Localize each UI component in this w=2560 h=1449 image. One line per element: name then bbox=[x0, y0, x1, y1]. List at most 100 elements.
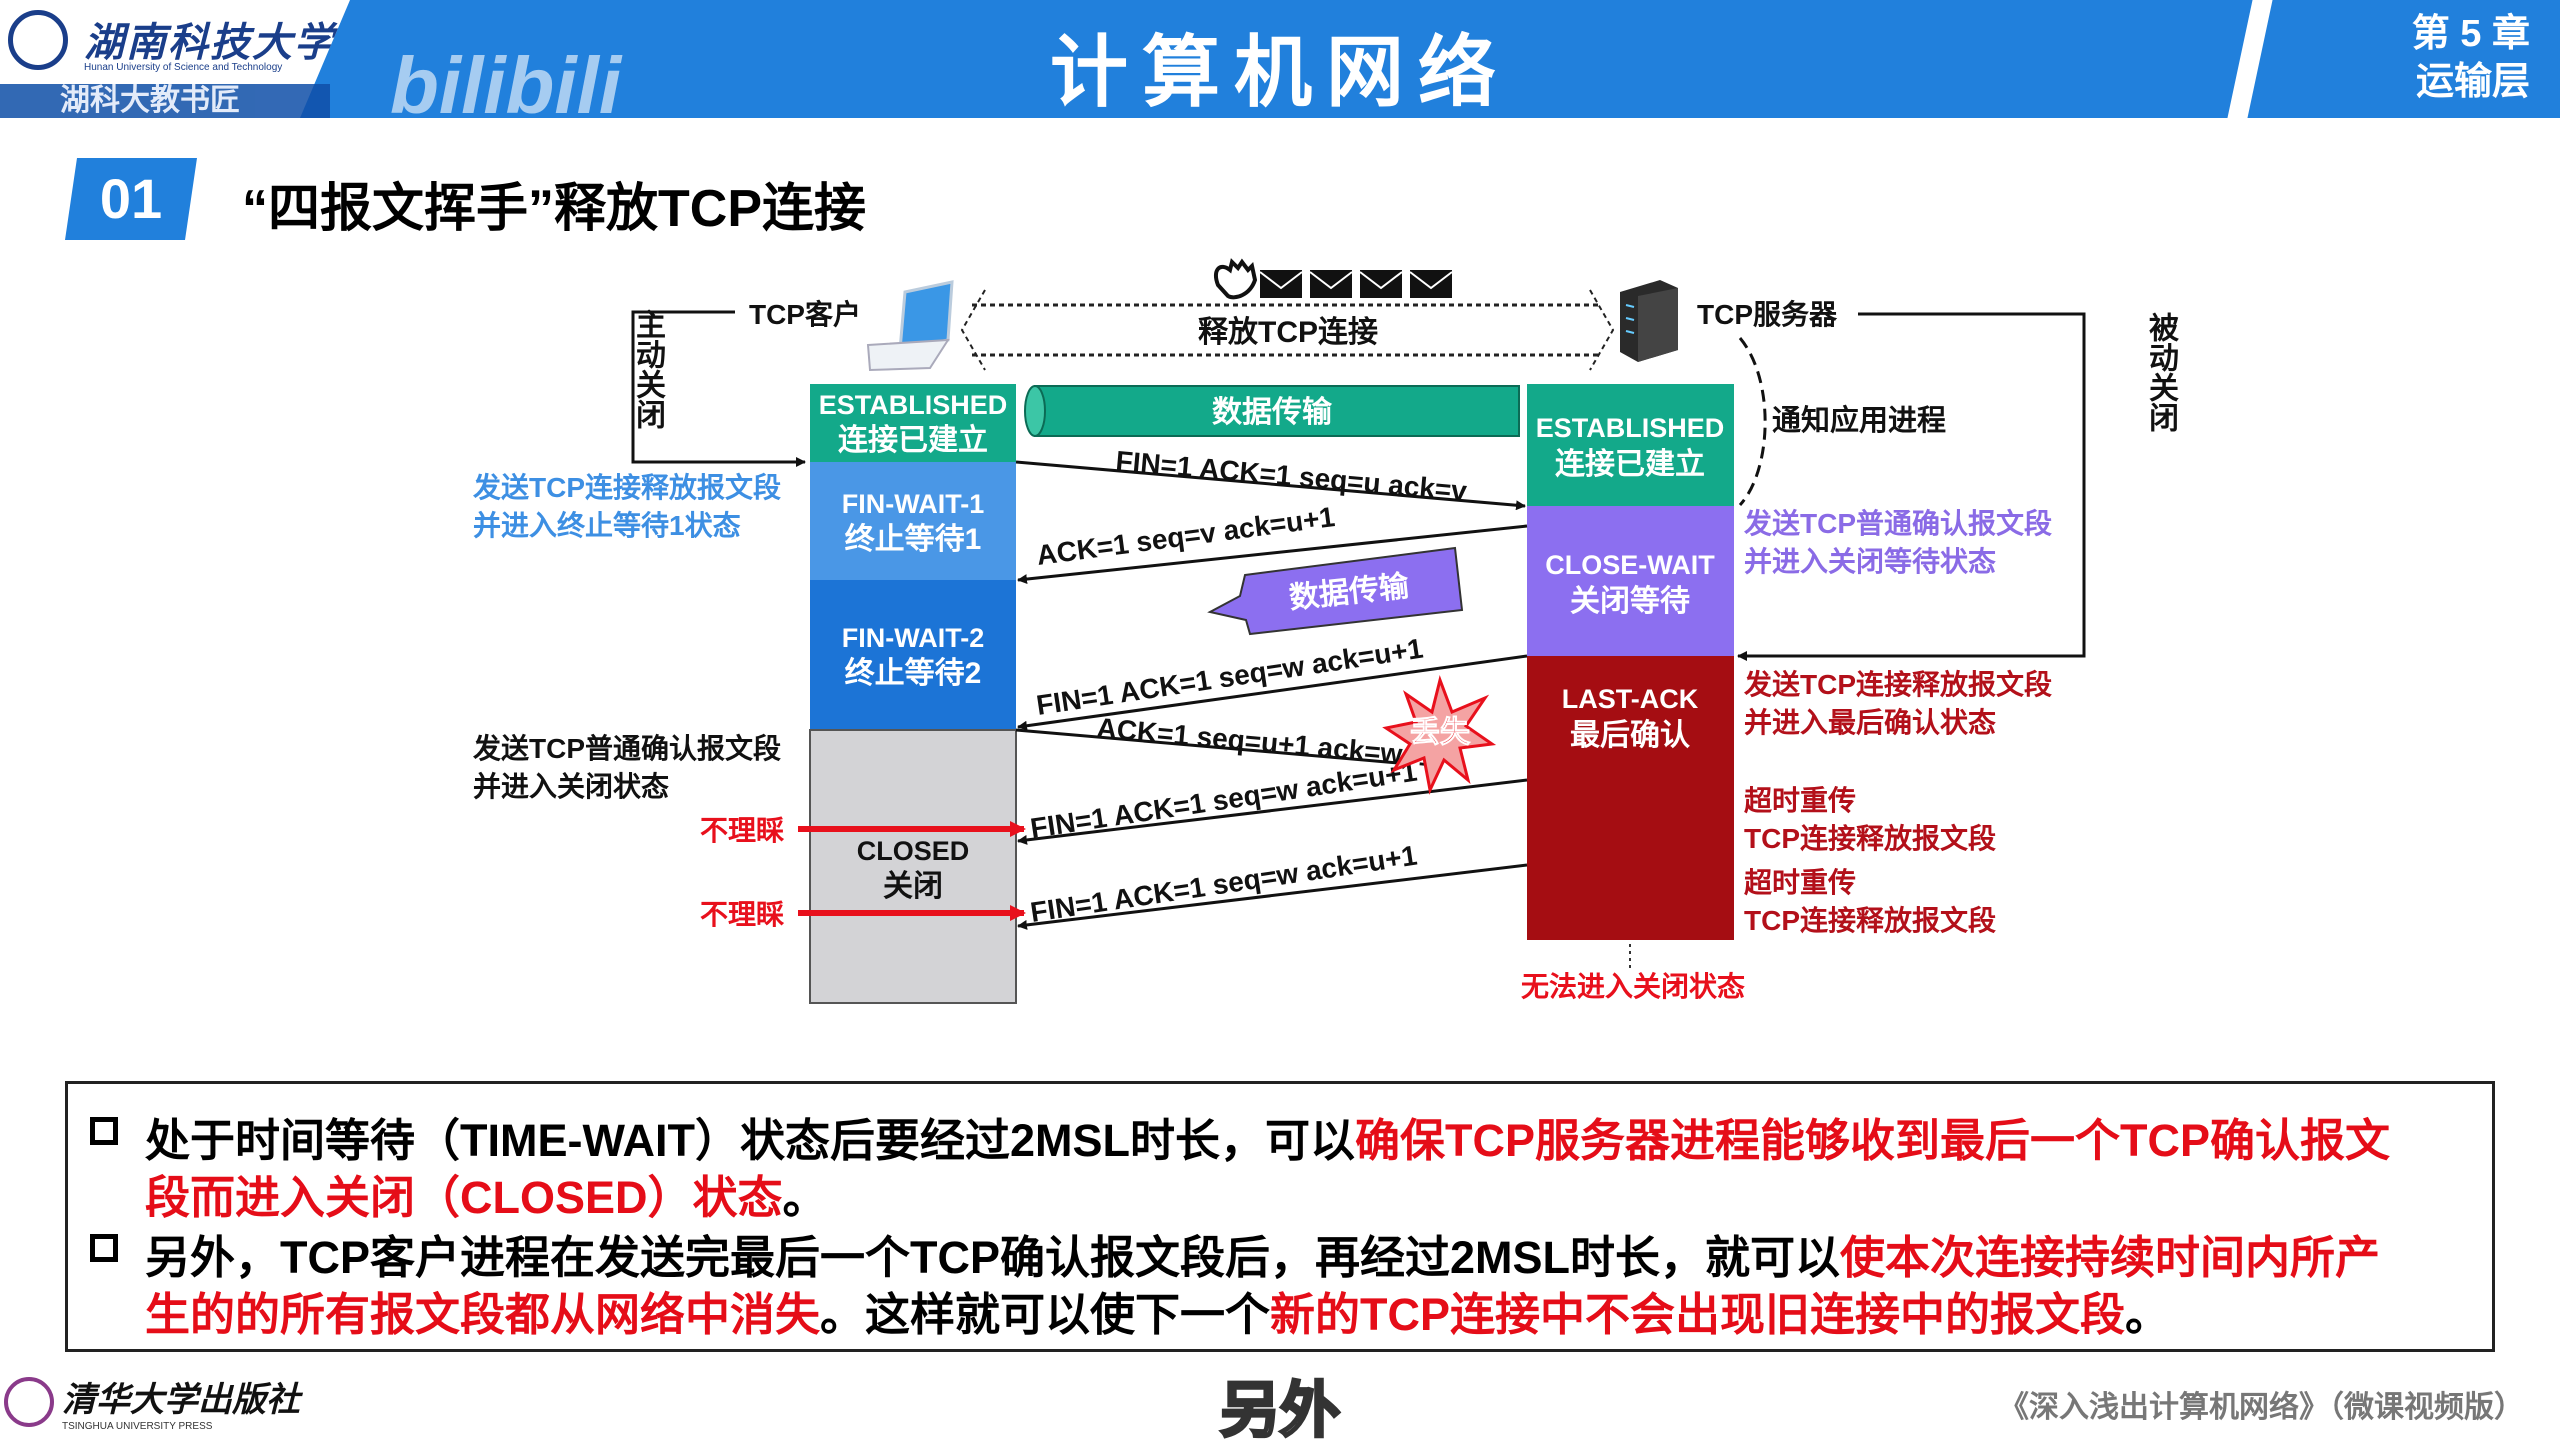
publisher-name: 清华大学出版社 bbox=[62, 1380, 300, 1420]
server-state-column: ESTABLISHED 连接已建立 CLOSE-WAIT 关闭等待 LAST-A… bbox=[1527, 384, 1734, 940]
video-subtitle: 另外 bbox=[1219, 1376, 1342, 1446]
state-en: CLOSED bbox=[857, 836, 970, 866]
data-transfer-label: 数据传输 bbox=[1212, 396, 1333, 429]
server-label: TCP服务器 bbox=[1697, 299, 1838, 330]
laptop-icon bbox=[866, 280, 954, 372]
lost-label: 丢失 bbox=[1410, 716, 1471, 749]
passive-close-bracket: 被动关闭 bbox=[1737, 312, 2179, 661]
note-highlight: 确保TCP服务器进程能够收到最后一个TCP确认报文 bbox=[1354, 1115, 2390, 1166]
server-state-last-ack bbox=[1527, 656, 1734, 940]
client-state-established bbox=[810, 384, 1016, 462]
note-line: TCP连接释放报文段 bbox=[1744, 822, 1996, 854]
state-zh: 关闭 bbox=[883, 870, 943, 903]
segment-label: FIN=1 ACK=1 seq=w ack=u+1 bbox=[1034, 633, 1425, 721]
notes-box: 处于时间等待（TIME-WAIT）状态后要经过2MSL时长，可以确保TCP服务器… bbox=[65, 1081, 2495, 1352]
state-zh: 连接已建立 bbox=[838, 423, 988, 457]
bullet-checkbox-icon bbox=[90, 1117, 118, 1145]
state-en: CLOSE-WAIT bbox=[1545, 550, 1715, 580]
publisher-name-en: TSINGHUA UNIVERSITY PRESS bbox=[62, 1421, 213, 1432]
publisher-seal-icon bbox=[4, 1377, 54, 1427]
passive-close-label: 被动关闭 bbox=[2057, 312, 2179, 432]
section-title: “四报文挥手”释放TCP连接 bbox=[242, 180, 867, 238]
state-zh: 连接已建立 bbox=[1555, 447, 1705, 481]
state-zh: 最后确认 bbox=[1570, 718, 1690, 752]
note-highlight: 新的TCP连接中不会出现旧连接中的报文段 bbox=[1270, 1289, 2126, 1340]
chapter-name: 运输层 bbox=[2415, 61, 2530, 103]
release-connection-label: 释放TCP连接 bbox=[1198, 316, 1378, 349]
client-label: TCP客户 bbox=[749, 298, 861, 330]
note-line-3: 另外，TCP客户进程在发送完最后一个TCP确认报文段后，再经过2MSL时长，就可… bbox=[145, 1221, 2380, 1286]
note-highlight: 使本次连接持续时间内所产 bbox=[1840, 1232, 2381, 1283]
segment-arrow-retx2 bbox=[1017, 863, 1528, 930]
ignore-label: 不理睬 bbox=[700, 815, 785, 846]
client-state-fin-wait-1 bbox=[810, 462, 1016, 580]
segment-label: FIN=1 ACK=1 seq=u ack=v bbox=[1114, 445, 1468, 507]
note-line: 发送TCP连接释放报文段 bbox=[472, 471, 781, 503]
note-text: 。 bbox=[782, 1172, 828, 1223]
left-notes: 发送TCP连接释放报文段 并进入终止等待1状态 发送TCP普通确认报文段 并进入… bbox=[472, 471, 785, 930]
lost-starburst-icon: 丢失 bbox=[1382, 674, 1497, 795]
channel-name: 湖科大教书匠 bbox=[0, 84, 330, 118]
note-line: 发送TCP普通确认报文段 bbox=[1743, 507, 2052, 539]
header-bar bbox=[0, 0, 2560, 118]
segment-arrows bbox=[1015, 460, 1528, 930]
note-line: 并进入关闭状态 bbox=[473, 771, 669, 802]
segment-arrow-retx1 bbox=[1017, 778, 1528, 845]
cannot-close-label: 无法进入关闭状态 bbox=[1521, 971, 1745, 1002]
client-state-fin-wait-2 bbox=[810, 580, 1016, 730]
chapter-label: 第 5 章 运输层 bbox=[2340, 10, 2530, 106]
bullet-checkbox-icon bbox=[90, 1234, 118, 1262]
chapter-number: 第 5 章 bbox=[2411, 13, 2530, 55]
segment-arrow-fin1 bbox=[1015, 460, 1526, 511]
active-close-bracket: 主动关闭 bbox=[544, 309, 806, 467]
university-name: 湖南科技大学 bbox=[84, 19, 336, 66]
note-highlight: 生的的所有报文段都从网络中消失 bbox=[145, 1289, 821, 1340]
client-state-column: ESTABLISHED 连接已建立 FIN-WAIT-1 终止等待1 FIN-W… bbox=[809, 384, 1017, 1004]
note-line-2: 段而进入关闭（CLOSED）状态。 bbox=[145, 1161, 828, 1226]
note-line: TCP连接释放报文段 bbox=[1744, 904, 1996, 936]
note-text: 。这样就可以使下一个 bbox=[820, 1289, 1271, 1340]
segment-arrow-ack-lost bbox=[1015, 728, 1411, 769]
note-line: 超时重传 bbox=[1744, 785, 1856, 816]
note-line: 并进入最后确认状态 bbox=[1744, 706, 1996, 738]
note-line-4: 生的的所有报文段都从网络中消失。这样就可以使下一个新的TCP连接中不会出现旧连接… bbox=[145, 1278, 2170, 1343]
note-line-1: 处于时间等待（TIME-WAIT）状态后要经过2MSL时长，可以确保TCP服务器… bbox=[145, 1104, 2390, 1169]
state-en: ESTABLISHED bbox=[819, 390, 1008, 420]
data-transfer-arrow: 数据传输 bbox=[1207, 546, 1464, 636]
state-en: FIN-WAIT-2 bbox=[842, 623, 985, 653]
course-title: 计算机网络 bbox=[1049, 28, 1510, 116]
release-connection-arrow: 释放TCP连接 bbox=[960, 289, 1615, 371]
state-en: ESTABLISHED bbox=[1536, 413, 1725, 443]
state-zh: 终止等待1 bbox=[845, 522, 982, 556]
university-seal-icon bbox=[8, 10, 68, 70]
notify-app-label: 通知应用进程 bbox=[1772, 403, 1946, 437]
state-en: LAST-ACK bbox=[1562, 684, 1699, 714]
note-line: 并进入关闭等待状态 bbox=[1744, 545, 1996, 577]
segment-arrow-fin2 bbox=[1017, 654, 1528, 731]
bilibili-watermark: bilibili bbox=[390, 41, 622, 130]
note-text: 。 bbox=[2125, 1289, 2171, 1340]
university-name-en: Hunan University of Science and Technolo… bbox=[84, 62, 283, 73]
right-notes: 发送TCP普通确认报文段 并进入关闭等待状态 发送TCP连接释放报文段 并进入最… bbox=[1521, 507, 2052, 1002]
active-close-label: 主动关闭 bbox=[544, 309, 666, 429]
note-highlight: 段而进入关闭（CLOSED）状态 bbox=[145, 1172, 783, 1223]
envelope-icons bbox=[1259, 270, 1453, 298]
waving-hand-icon bbox=[1213, 258, 1258, 300]
book-title: 《深入浅出计算机网络》（微课视频版） bbox=[1999, 1391, 2524, 1424]
segment-label: ACK=1 seq=v ack=u+1 bbox=[1035, 501, 1337, 571]
note-text: 另外，TCP客户进程在发送完最后一个TCP确认报文段后，再经过2MSL时长，就可… bbox=[145, 1232, 1841, 1283]
note-line: 超时重传 bbox=[1744, 867, 1856, 898]
server-state-established bbox=[1527, 384, 1734, 506]
note-line: 并进入终止等待1状态 bbox=[473, 509, 741, 541]
note-text: 处于时间等待（TIME-WAIT）状态后要经过2MSL时长，可以 bbox=[145, 1115, 1355, 1166]
server-icon bbox=[1620, 280, 1678, 362]
note-line: 发送TCP普通确认报文段 bbox=[472, 732, 781, 764]
client-state-closed bbox=[809, 729, 1017, 1004]
state-zh: 终止等待2 bbox=[845, 656, 982, 690]
state-en: FIN-WAIT-1 bbox=[842, 489, 985, 519]
notify-dashed-curve bbox=[1738, 337, 1767, 507]
state-zh: 关闭等待 bbox=[1570, 584, 1690, 618]
section-number-badge: 01 bbox=[65, 158, 197, 240]
server-state-close-wait bbox=[1527, 506, 1734, 656]
